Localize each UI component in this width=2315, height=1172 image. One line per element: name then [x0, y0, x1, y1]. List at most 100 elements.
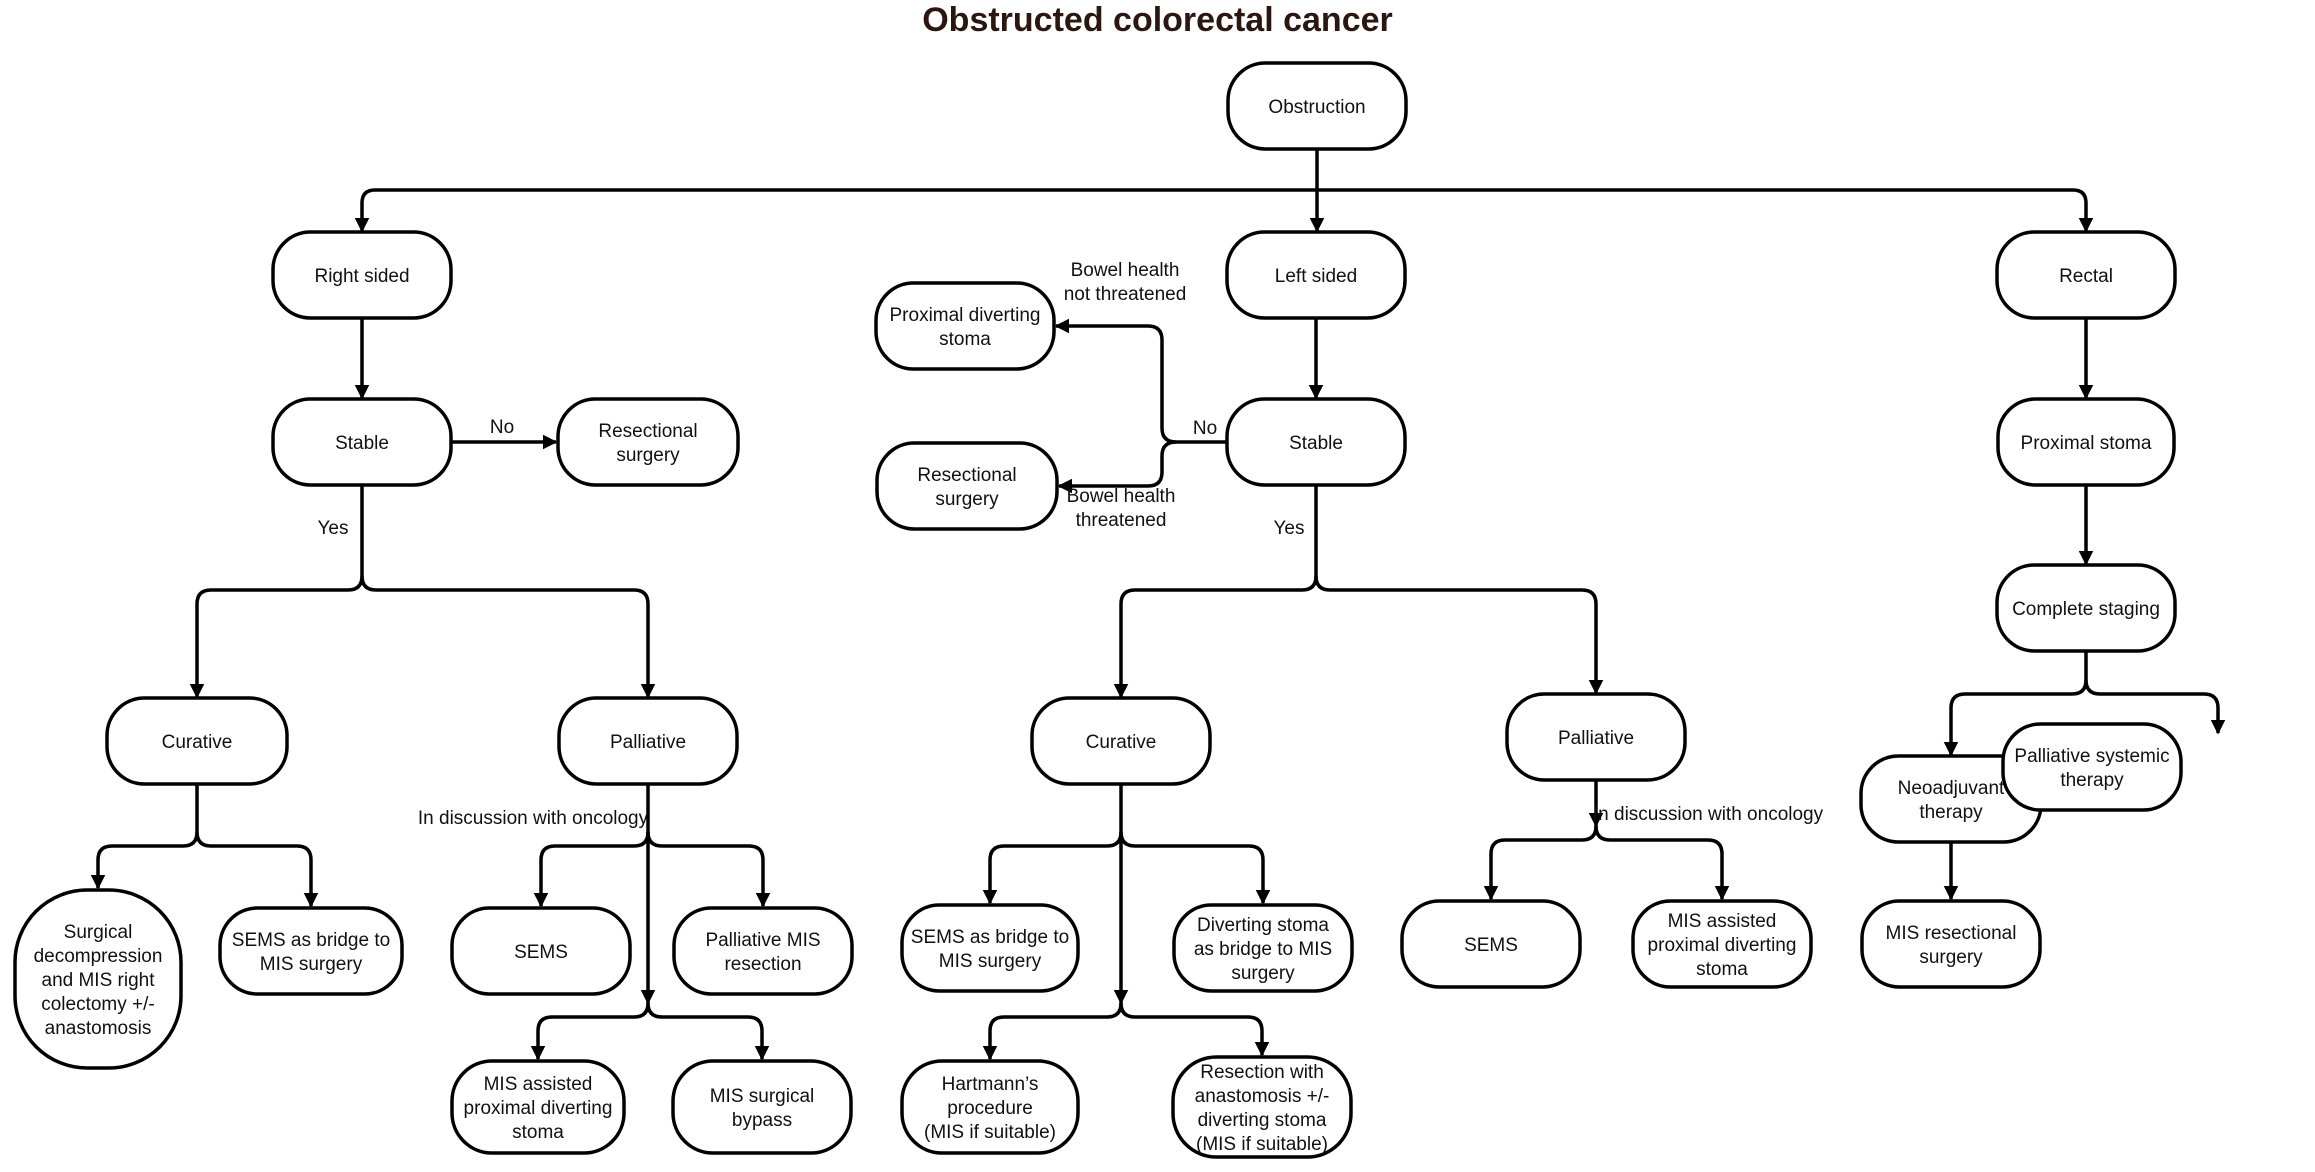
node-box-left-sided: [1225, 230, 1407, 320]
node-complete-staging: Complete staging: [1995, 563, 2177, 653]
node-right-stable: Stable: [271, 397, 453, 487]
node-box-surgical-decompression: [13, 888, 183, 1070]
edge-left-stable-threatened: [1057, 440, 1177, 494]
label-right-oncology: In discussion with oncology: [418, 808, 649, 829]
edge-right-palliative-mis-stoma: [530, 1002, 650, 1061]
edge-layer: [90, 149, 2226, 1061]
node-label-left-sems: SEMS: [1464, 935, 1518, 956]
edge-left-curative-resection: [1119, 1002, 1270, 1057]
node-box-right-mis-stoma: [450, 1059, 626, 1155]
node-left-stable: Stable: [1225, 397, 1407, 487]
node-right-curative: Curative: [105, 696, 289, 786]
edge-left-curative-sems: [982, 831, 1123, 905]
node-box-complete-staging: [1995, 563, 2177, 653]
label-right-no: No: [490, 417, 514, 438]
node-box-left-sems-bridge: [900, 903, 1080, 993]
edge-right-palliative-mis-resection: [646, 831, 771, 908]
node-left-sided: Left sided: [1225, 230, 1407, 320]
node-label-right-sems: SEMS: [514, 942, 568, 963]
edge-obstruction-branch: [354, 188, 1317, 233]
node-box-left-mis-stoma: [1631, 899, 1813, 989]
edge-left-curative-hartmanns: [982, 1002, 1123, 1061]
node-label-left-stable: Stable: [1289, 433, 1343, 454]
node-label-right-palliative: Palliative: [610, 732, 686, 753]
node-box-mis-resectional: [1860, 899, 2042, 989]
node-right-palliative: Palliative: [557, 696, 739, 786]
node-box-right-stable: [271, 397, 453, 487]
node-proximal-stoma: Proximal stoma: [1996, 397, 2176, 487]
edge-left-palliative-mis-stoma: [1594, 825, 1730, 901]
node-box-proximal-diverting-stoma: [874, 281, 1056, 371]
node-box-hartmanns: [900, 1059, 1080, 1155]
node-box-left-curative: [1030, 696, 1212, 786]
node-box-rectal: [1995, 230, 2177, 320]
node-box-left-resectional: [875, 441, 1059, 531]
node-box-left-sems: [1400, 899, 1582, 989]
node-label-left-palliative: Palliative: [1558, 728, 1634, 749]
node-box-right-palliative: [557, 696, 739, 786]
label-left-no: No: [1193, 418, 1217, 439]
edge-left-palliative-sems: [1483, 825, 1598, 901]
edge-right-stable-curative: [189, 485, 364, 699]
node-box-right-sems-bridge: [218, 906, 404, 996]
node-left-curative: Curative: [1030, 696, 1212, 786]
edge-left-curative-diverting: [1119, 831, 1271, 905]
node-box-right-sems: [450, 906, 632, 996]
node-right-sems: SEMS: [450, 906, 632, 996]
node-box-right-sided: [271, 230, 453, 320]
node-label-complete-staging: Complete staging: [2012, 599, 2160, 620]
label-left-oncology: In discussion with oncology: [1593, 804, 1824, 825]
node-label-right-stable: Stable: [335, 433, 389, 454]
node-left-palliative: Palliative: [1505, 692, 1687, 782]
node-obstruction: Obstruction: [1226, 61, 1408, 151]
label-right-yes: Yes: [318, 518, 349, 539]
node-label-right-curative: Curative: [162, 732, 233, 753]
node-box-right-curative: [105, 696, 289, 786]
node-box-resection-anastomosis: [1171, 1055, 1353, 1159]
diagram-title: Obstructed colorectal cancer: [922, 1, 1393, 39]
node-box-mis-surgical-bypass: [671, 1059, 853, 1155]
node-box-palliative-mis-resection: [672, 906, 854, 996]
node-label-left-curative: Curative: [1086, 732, 1157, 753]
node-box-left-stable: [1225, 397, 1407, 487]
edge-right-palliative-bypass: [646, 1002, 770, 1061]
node-label-right-sided: Right sided: [314, 266, 409, 287]
node-box-right-resectional: [556, 397, 740, 487]
node-rectal: Rectal: [1995, 230, 2177, 320]
node-box-left-palliative: [1505, 692, 1687, 782]
